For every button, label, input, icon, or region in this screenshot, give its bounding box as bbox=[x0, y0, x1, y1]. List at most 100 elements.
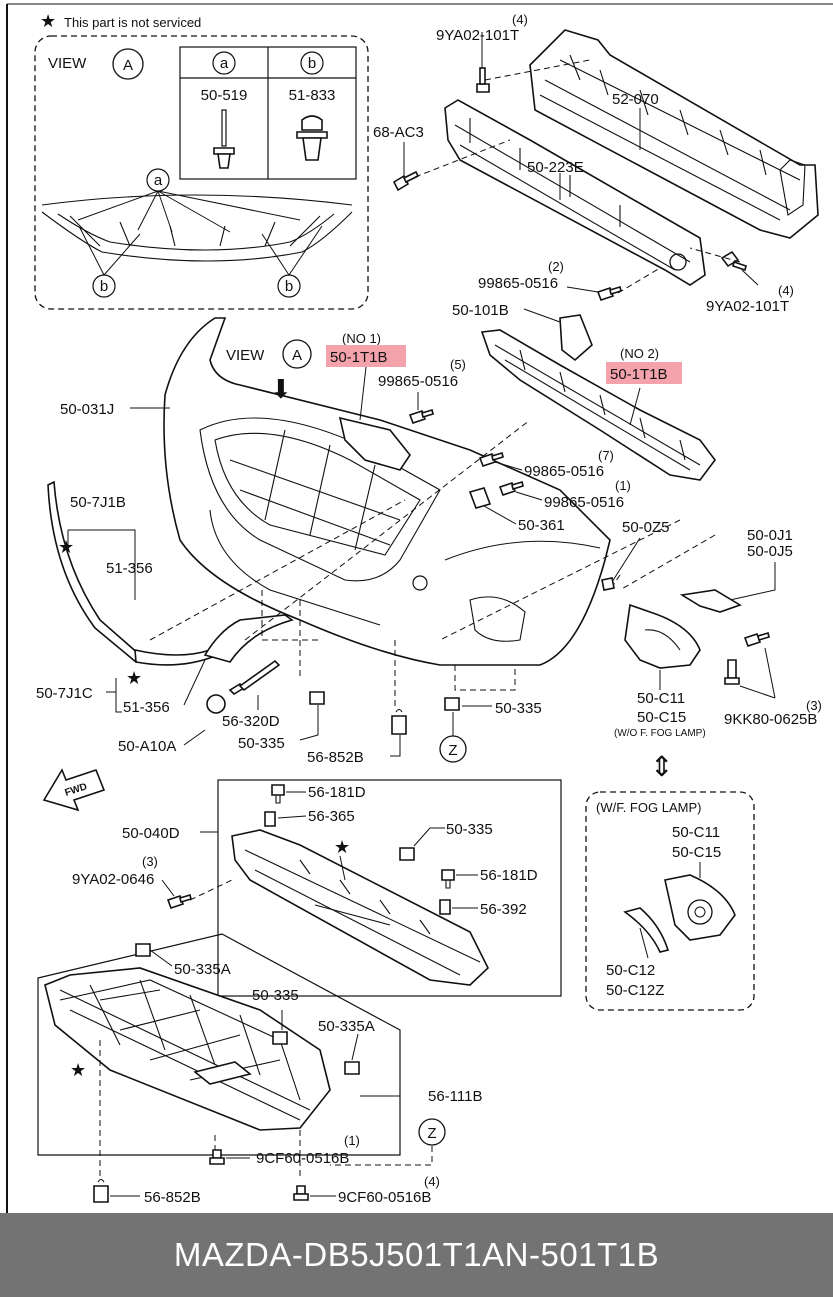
part-50-101b: 50-101B bbox=[452, 302, 509, 319]
part-99865-0516-q5: 99865-0516 bbox=[378, 373, 458, 390]
part-99865-0516-q1: 99865-0516 bbox=[544, 494, 624, 511]
clip-icon bbox=[391, 708, 407, 735]
part-56-365: 56-365 bbox=[308, 808, 355, 825]
callout-a: a bbox=[154, 172, 163, 189]
note-not-serviced: This part is not serviced bbox=[64, 15, 201, 30]
bolt-icon bbox=[724, 659, 740, 685]
part-50-c15-b: 50-C15 bbox=[672, 844, 721, 861]
part-50-335a-a: 50-335A bbox=[174, 961, 231, 978]
part-9ya02-0646: 9YA02-0646 bbox=[72, 871, 154, 888]
view-a-circle: A bbox=[123, 57, 133, 74]
part-51-356-a: 51-356 bbox=[106, 560, 153, 577]
circle-a-main: A bbox=[292, 347, 302, 364]
clip-icon bbox=[93, 1178, 109, 1203]
double-arrow-icon: ⇕ bbox=[650, 751, 673, 782]
clip-icon bbox=[601, 577, 615, 591]
bolt-icon bbox=[166, 893, 192, 910]
qty-4-bottom: (4) bbox=[424, 1174, 440, 1189]
qty-5: (5) bbox=[450, 357, 466, 372]
part-51-356-b: 51-356 bbox=[123, 699, 170, 716]
part-50-c15-a: 50-C15 bbox=[637, 709, 686, 726]
bolt-icon bbox=[293, 1185, 309, 1201]
part-9cf60-0516b-1: 9CF60-0516B bbox=[256, 1150, 349, 1167]
part-50-1t1b-no1: 50-1T1B bbox=[330, 349, 388, 366]
hook-icon bbox=[228, 659, 281, 696]
footer-dash-1: - bbox=[291, 1236, 304, 1273]
bolt-icon bbox=[720, 250, 747, 272]
under-cover-upper bbox=[231, 829, 489, 986]
part-51-833: 51-833 bbox=[289, 87, 336, 104]
footer-brand: MAZDA bbox=[173, 1236, 292, 1273]
part-50-519: 50-519 bbox=[201, 87, 248, 104]
view-a-main: VIEW bbox=[226, 347, 265, 364]
part-50-1t1b-no2: 50-1T1B bbox=[610, 366, 668, 383]
footer-banner: MAZDA - DB5J501T1A N - 501T1B bbox=[0, 1213, 833, 1297]
bolt-icon bbox=[476, 67, 490, 93]
qty-4-right: (4) bbox=[778, 283, 794, 298]
col-b-label: b bbox=[308, 55, 316, 72]
part-68-ac3: 68-AC3 bbox=[373, 124, 424, 141]
part-50-c11-b: 50-C11 bbox=[672, 824, 720, 841]
part-50-335-d: 50-335 bbox=[252, 987, 299, 1004]
fog-lamp bbox=[623, 874, 736, 953]
view-a-inset: ★ This part is not serviced VIEW A a b 5… bbox=[34, 11, 369, 310]
callout-b-right: b bbox=[285, 278, 293, 295]
bolt-icon bbox=[209, 1149, 225, 1165]
part-99865-0516-q2: 99865-0516 bbox=[478, 275, 558, 292]
part-50-0j5: 50-0J5 bbox=[747, 543, 793, 560]
nut-icon bbox=[399, 847, 415, 861]
clip-icon bbox=[441, 869, 455, 889]
col-a-label: a bbox=[220, 55, 229, 72]
part-50-223e: 50-223E bbox=[527, 159, 584, 176]
nut-icon bbox=[344, 1061, 360, 1075]
part-52-070: 52-070 bbox=[612, 91, 659, 108]
qty-1: (1) bbox=[615, 478, 631, 493]
under-cover-lower bbox=[44, 967, 331, 1131]
star-icon: ★ bbox=[58, 537, 74, 557]
grille-no2 bbox=[480, 308, 716, 481]
reinforcement-group bbox=[392, 29, 819, 302]
part-50-335-a: 50-335 bbox=[238, 735, 285, 752]
part-56-852b-a: 56-852B bbox=[307, 749, 364, 766]
part-56-111b: 56-111B bbox=[428, 1088, 483, 1105]
part-9ya02-101t-right: 9YA02-101T bbox=[706, 298, 789, 315]
screw-icon bbox=[408, 408, 434, 425]
star-icon: ★ bbox=[334, 837, 350, 857]
bolt-icon bbox=[743, 631, 770, 648]
star-icon: ★ bbox=[70, 1060, 86, 1080]
bolt-icon bbox=[392, 170, 420, 192]
footer-dash-2: - bbox=[529, 1236, 541, 1273]
footer-n: N bbox=[504, 1236, 530, 1273]
part-50-7j1c: 50-7J1C bbox=[36, 685, 93, 702]
part-56-181d-a: 56-181D bbox=[308, 784, 366, 801]
star-icon: ★ bbox=[40, 11, 56, 31]
nut-icon bbox=[444, 697, 460, 711]
part-56-392: 56-392 bbox=[480, 901, 527, 918]
part-50-335a-b: 50-335A bbox=[318, 1018, 375, 1035]
part-56-320d: 56-320D bbox=[222, 713, 280, 730]
front-bumper bbox=[163, 317, 611, 666]
part-50-335-c: 50-335 bbox=[446, 821, 493, 838]
no2-label: (NO 2) bbox=[620, 346, 659, 361]
arrow-down-icon: ⬇ bbox=[270, 374, 292, 404]
part-9cf60-0516b-2: 9CF60-0516B bbox=[338, 1189, 431, 1206]
part-50-335-b: 50-335 bbox=[495, 700, 542, 717]
part-50-c11-a: 50-C11 bbox=[637, 690, 685, 707]
part-50-c12z: 50-C12Z bbox=[606, 982, 664, 999]
qty-2: (2) bbox=[548, 259, 564, 274]
footer-oem-number: DB5J501T1A bbox=[303, 1236, 505, 1273]
clip-icon bbox=[264, 811, 276, 827]
side-molding bbox=[47, 480, 294, 666]
nut-icon bbox=[309, 691, 325, 705]
part-99865-0516-q7: 99865-0516 bbox=[524, 463, 604, 480]
screw-icon bbox=[478, 451, 504, 468]
parts-diagram: ★ This part is not serviced VIEW A a b 5… bbox=[6, 3, 833, 1213]
part-50-0z5: 50-0Z5 bbox=[622, 519, 670, 536]
part-50-361: 50-361 bbox=[518, 517, 565, 534]
qty-1-bottom: (1) bbox=[344, 1133, 360, 1148]
part-50-040d: 50-040D bbox=[122, 825, 180, 842]
fog-cover bbox=[624, 603, 701, 669]
rivet-icon bbox=[213, 109, 235, 169]
nut-icon bbox=[135, 943, 151, 957]
part-9ya02-101t-top: 9YA02-101T bbox=[436, 27, 519, 44]
